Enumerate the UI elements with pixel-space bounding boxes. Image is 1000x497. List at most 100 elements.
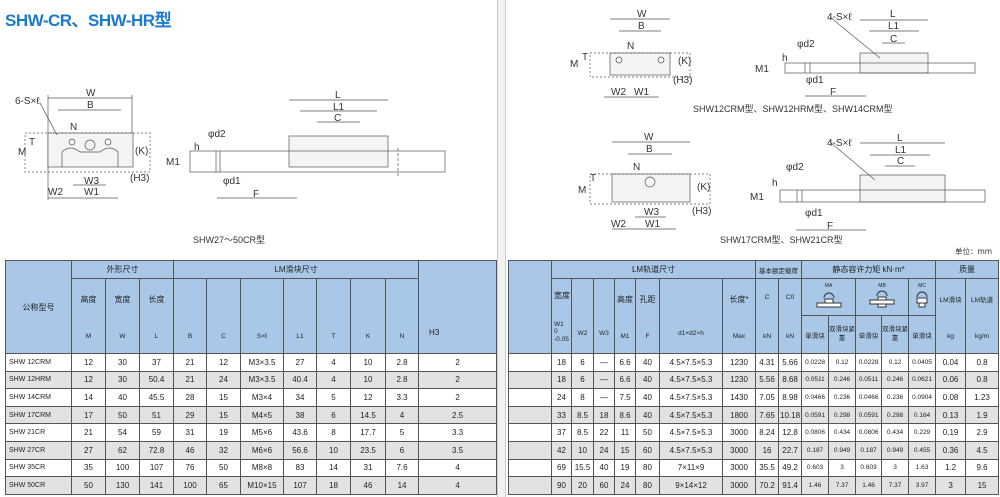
table-cell: 0.603 <box>801 458 830 478</box>
model-cell: SHW 12CRM <box>5 353 72 372</box>
table-cell: 4 <box>316 370 351 390</box>
table-cell: 1.2 <box>935 458 967 478</box>
table-cell: 5.56 <box>755 370 780 390</box>
table-cell: 51 <box>139 405 174 425</box>
table-cell: 7.5 <box>614 388 636 407</box>
table-cell: 4 <box>384 405 420 425</box>
dim-label: W <box>86 88 96 99</box>
cross-section-drawing-small <box>589 18 691 98</box>
page-divider <box>497 0 506 497</box>
dim-label: F <box>253 189 259 200</box>
moment-ma-icon <box>816 292 842 308</box>
dim-label: h <box>782 53 788 64</box>
dim-label: N <box>70 122 77 133</box>
table-cell: 0.455 <box>908 440 937 460</box>
table-cell: 1230 <box>721 370 757 390</box>
caption: SHW27～50CR型 <box>193 235 265 245</box>
header-blank <box>508 260 552 354</box>
table-cell: 35.5 <box>755 458 780 478</box>
table-cell: 27 <box>71 440 106 460</box>
dim-label: W2 <box>611 219 626 230</box>
dimension-drawings: W B 6-S×ℓ N T M (K) (H3) W3 W2 W1 L L1 C… <box>15 9 986 245</box>
table-cell: 3.3 <box>418 423 498 442</box>
table-cell: 17.7 <box>350 423 386 442</box>
table-cell: M10×15 <box>240 476 284 495</box>
table-cell: 11 <box>614 423 636 442</box>
dim-label: C <box>897 156 904 167</box>
table-cell: 50.4 <box>139 370 174 390</box>
dim-label: h <box>772 178 778 189</box>
dim-label: T <box>29 137 35 148</box>
dim-label: W1 <box>634 87 649 98</box>
dim-label: (K) <box>135 146 148 157</box>
table-cell: 2.5 <box>418 405 498 425</box>
table-cell: 3 <box>935 476 967 495</box>
table-cell: 15 <box>206 405 241 425</box>
header-outer-dims: 外形尺寸 <box>71 260 174 279</box>
table-cell: 0.0806 <box>855 423 883 442</box>
table-cell: 40 <box>635 405 660 425</box>
table-cell: 0.8 <box>965 370 1000 390</box>
table-cell: 6 <box>571 353 594 372</box>
table-cell: 3.97 <box>908 476 937 495</box>
table-cell: 83 <box>283 458 317 478</box>
header-ma-single: 单滑块 <box>801 315 830 354</box>
dim-label: W3 <box>644 207 659 218</box>
table-cell: 37 <box>139 353 174 372</box>
table-cell: 0.0511 <box>855 370 883 390</box>
table-cell: 31 <box>350 458 386 478</box>
table-cell: 7.37 <box>828 476 857 495</box>
table-cell: 8.5 <box>571 405 594 425</box>
table-cell: 0.603 <box>855 458 883 478</box>
table-cell: 3 <box>828 458 857 478</box>
dim-label: T <box>582 52 588 63</box>
table-cell: 72.8 <box>139 440 174 460</box>
table-cell-blank <box>508 458 552 478</box>
header-mb-double: 双滑块紧靠 <box>881 315 910 354</box>
table-cell: 4.5 <box>965 440 1000 460</box>
table-cell: 24 <box>593 440 615 460</box>
table-cell: 0.187 <box>855 440 883 460</box>
moment-mc-icon <box>916 291 928 308</box>
table-cell: 100 <box>173 476 207 495</box>
table-cell: 34 <box>283 388 317 407</box>
dim-label: (H3) <box>130 173 149 184</box>
dim-label: N <box>627 41 634 52</box>
table-cell: 2.8 <box>384 370 420 390</box>
table-cell: 0.08 <box>935 388 967 407</box>
table-cell: 0.12 <box>881 353 910 372</box>
unit-label: 单位：mm <box>955 247 993 256</box>
table-cell: 42 <box>551 440 572 460</box>
table-cell: 4.5×7.5×5.3 <box>659 440 723 460</box>
moment-mb-icon <box>869 290 895 308</box>
table-cell: 1.46 <box>855 476 883 495</box>
dim-label: W1 <box>645 219 660 230</box>
table-cell: 24 <box>206 370 241 390</box>
table-cell: 20 <box>571 476 594 495</box>
table-cell: 4 <box>316 353 351 372</box>
table-cell: 7.37 <box>881 476 910 495</box>
table-cell: 40 <box>635 388 660 407</box>
table-cell: 0.8 <box>965 353 1000 372</box>
table-cell: 5 <box>316 388 351 407</box>
cross-section-drawing-medium <box>589 141 711 230</box>
table-cell: 10 <box>571 440 594 460</box>
table-cell: 40 <box>105 388 140 407</box>
table-cell: 8.98 <box>778 388 803 407</box>
table-cell: 8.5 <box>571 423 594 442</box>
header-n: N <box>384 278 420 354</box>
table-cell: M3×3.5 <box>240 353 284 372</box>
table-cell: 3.5 <box>418 440 498 460</box>
dim-label: (K) <box>697 182 710 193</box>
header-mb-single: 单滑块 <box>855 315 883 354</box>
